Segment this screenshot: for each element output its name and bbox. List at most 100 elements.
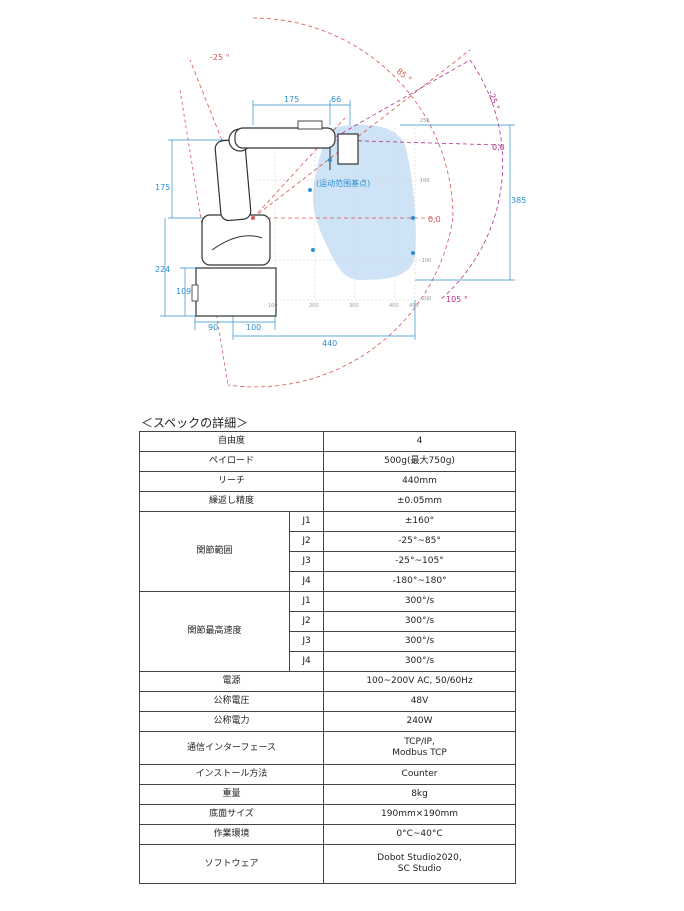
spec-table: 自由度 4 ペイロード 500g(最大750g) リーチ 440mm 繰返し精度… xyxy=(138,431,517,884)
joint-label: J4 xyxy=(288,571,325,592)
table-row: 電源 100~200V AC, 50/60Hz xyxy=(138,671,517,692)
row-value: ±160° xyxy=(323,511,517,532)
angle-j3-pos: 105 ° xyxy=(446,295,468,304)
row-value: ±0.05mm xyxy=(323,491,517,512)
tick-x-400: 400 xyxy=(389,303,399,309)
dim-175-top: 175 xyxy=(284,95,299,104)
robot-base xyxy=(195,267,277,317)
dim-175-left: 175 xyxy=(155,183,170,192)
row-label: 通信インターフェース xyxy=(138,731,325,765)
value-line: SC Studio xyxy=(397,864,442,874)
tick-y-minus100: -100 xyxy=(420,258,431,264)
joint-label: J1 xyxy=(288,511,325,532)
row-value: 240W xyxy=(323,711,517,732)
row-value: -25°~85° xyxy=(323,531,517,552)
row-label: 作業環境 xyxy=(138,824,325,845)
robot-end-effector xyxy=(337,133,359,165)
spec-heading: ＜スペックの詳細＞ xyxy=(141,416,249,430)
joint-label: J3 xyxy=(288,631,325,652)
angle-j2-pos: 85 ° xyxy=(395,67,414,85)
robot-arm-diagram: 175 66 175 224 109 90 100 440 385 -25 ° … xyxy=(0,0,684,410)
tick-x-100: 100 xyxy=(268,303,278,309)
table-row: インストール方法 Counter xyxy=(138,764,517,785)
dim-440: 440 xyxy=(322,339,337,348)
row-value: 300°/s xyxy=(323,651,517,672)
tick-x-450: 450 xyxy=(409,303,419,309)
row-label: 自由度 xyxy=(138,431,325,452)
joint-label: J2 xyxy=(288,611,325,632)
row-value: 500g(最大750g) xyxy=(323,451,517,472)
row-value: 190mm×190mm xyxy=(323,804,517,825)
table-row: ソフトウェア Dobot Studio2020, SC Studio xyxy=(138,844,517,884)
robot-upper-arm xyxy=(214,138,252,222)
angle-j3-neg: -25 ° xyxy=(486,90,501,112)
value-line: Dobot Studio2020, xyxy=(377,853,462,863)
joint-label: J4 xyxy=(288,651,325,672)
tick-x-300: 300 xyxy=(349,303,359,309)
row-value: 48V xyxy=(323,691,517,712)
joint-label: J1 xyxy=(288,591,325,612)
row-value: 440mm xyxy=(323,471,517,492)
table-row: 底面サイズ 190mm×190mm xyxy=(138,804,517,825)
table-row: リーチ 440mm xyxy=(138,471,517,492)
row-label: ペイロード xyxy=(138,451,325,472)
row-value: 300°/s xyxy=(323,611,517,632)
row-value: 100~200V AC, 50/60Hz xyxy=(323,671,517,692)
angle-j2-neg: -25 ° xyxy=(210,53,230,62)
table-row: 関節最高速度 J1 300°/s xyxy=(139,591,517,672)
table-row: 関節範囲 J1 ±160° xyxy=(139,511,517,592)
workspace-points xyxy=(251,158,415,255)
tick-y-250: 250 xyxy=(420,118,430,124)
row-label: 公称電力 xyxy=(138,711,325,732)
robot-arm xyxy=(191,120,359,317)
table-row: 重量 8kg xyxy=(138,784,517,805)
row-label: 繰返し精度 xyxy=(138,491,325,512)
row-label: 重量 xyxy=(138,784,325,805)
table-row: J2 -25°~85° xyxy=(140,531,517,552)
zero-lower: 0,0 xyxy=(428,215,441,224)
row-value: 8kg xyxy=(323,784,517,805)
row-value: TCP/IP, Modbus TCP xyxy=(323,731,517,765)
table-row: 公称電力 240W xyxy=(138,711,517,732)
row-label: インストール方法 xyxy=(138,764,325,785)
row-label: 底面サイズ xyxy=(138,804,325,825)
tick-y-100: 100 xyxy=(420,178,430,184)
zero-upper: 0,0 xyxy=(492,143,505,152)
table-row: 公称電圧 48V xyxy=(138,691,517,712)
tick-y-minus200: -200 xyxy=(420,296,431,302)
row-value: Counter xyxy=(323,764,517,785)
row-label: リーチ xyxy=(138,471,325,492)
robot-shoulder xyxy=(201,214,271,266)
row-value: 300°/s xyxy=(323,591,517,612)
row-label: 関節最高速度 xyxy=(139,591,290,672)
tick-x-200: 200 xyxy=(309,303,319,309)
dim-109: 109 xyxy=(176,287,191,296)
table-row: 自由度 4 xyxy=(138,431,517,452)
row-value: 300°/s xyxy=(323,631,517,652)
robot-forearm xyxy=(234,127,336,149)
row-value: -25°~105° xyxy=(323,551,517,572)
joint-label: J2 xyxy=(288,531,325,552)
dimension-lines xyxy=(160,100,515,340)
row-value: -180°~180° xyxy=(323,571,517,592)
base-point-label: (运动范围基点) xyxy=(316,178,370,188)
table-row: 作業環境 0°C~40°C xyxy=(138,824,517,845)
row-value: 0°C~40°C xyxy=(323,824,517,845)
table-row: 繰返し精度 ±0.05mm xyxy=(138,491,517,512)
joint-label: J3 xyxy=(288,551,325,572)
row-label: 公称電圧 xyxy=(138,691,325,712)
table-row: 通信インターフェース TCP/IP, Modbus TCP xyxy=(138,731,517,765)
dim-100: 100 xyxy=(246,323,261,332)
table-row: ペイロード 500g(最大750g) xyxy=(138,451,517,472)
row-label: 電源 xyxy=(138,671,325,692)
dim-224: 224 xyxy=(155,265,170,274)
value-line: Modbus TCP xyxy=(392,748,447,758)
row-label: ソフトウェア xyxy=(138,844,325,884)
value-line: TCP/IP, xyxy=(404,737,435,747)
row-value: Dobot Studio2020, SC Studio xyxy=(323,844,517,884)
row-label: 関節範囲 xyxy=(139,511,290,592)
dim-66: 66 xyxy=(331,95,341,104)
row-value: 4 xyxy=(323,431,517,452)
dim-90: 90 xyxy=(208,323,218,332)
dim-385: 385 xyxy=(511,196,526,205)
